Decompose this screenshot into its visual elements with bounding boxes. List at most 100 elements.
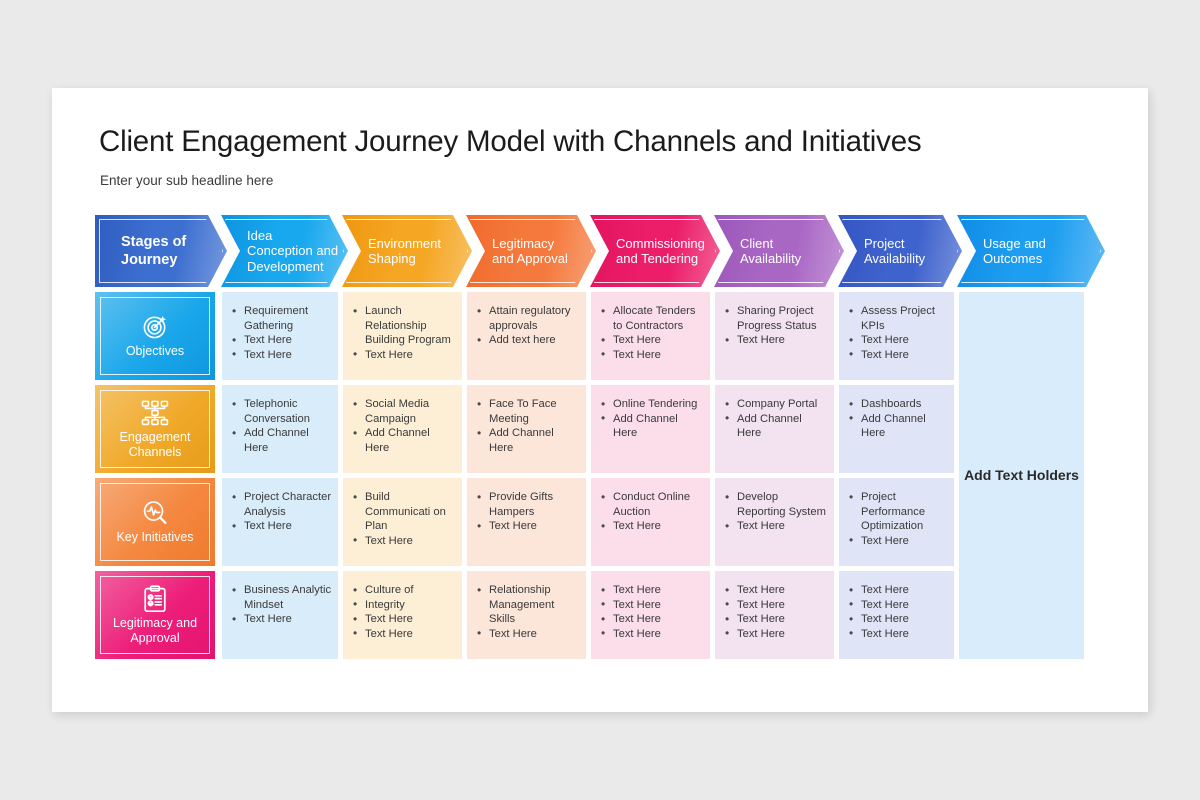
cell-bullet-item: Requirement Gathering <box>230 303 332 333</box>
cell-bullet-item: Add Channel Here <box>847 411 948 441</box>
cell-bullet-item: Provide Gifts Hampers <box>475 489 580 519</box>
cell-bullet-list: Telephonic ConversationAdd Channel Here <box>230 396 332 455</box>
cell-bullet-item: Text Here <box>599 519 704 534</box>
cell-bullet-item: Text Here <box>847 612 948 627</box>
cell-bullet-item: Text Here <box>847 597 948 613</box>
cell-bullet-item: Text Here <box>723 333 828 348</box>
matrix-cell[interactable]: Allocate Tenders to ContractorsText Here… <box>591 292 710 380</box>
matrix-cell[interactable]: Social Media CampaignAdd Channel Here <box>343 385 462 473</box>
row-header-objectives[interactable]: Objectives <box>95 292 215 380</box>
cell-bullet-item: Text Here <box>351 626 456 642</box>
cell-bullet-list: Develop Reporting SystemText Here <box>723 489 828 534</box>
cell-bullet-list: Assess Project KPIsText HereText Here <box>847 303 948 363</box>
slide-canvas: Client Engagement Journey Model with Cha… <box>52 88 1148 712</box>
matrix-cell[interactable]: Requirement GatheringText HereText Here <box>222 292 338 380</box>
matrix-cell[interactable]: Attain regulatory approvalsAdd text here <box>467 292 586 380</box>
matrix-cell[interactable]: Company PortalAdd Channel Here <box>715 385 834 473</box>
cell-bullet-list: Launch Relationship Building ProgramText… <box>351 304 456 362</box>
matrix-cell[interactable]: Develop Reporting SystemText Here <box>715 478 834 566</box>
matrix-cell[interactable]: Relationship Management SkillsText Here <box>467 571 586 659</box>
cell-bullet-item: Add Channel Here <box>723 411 828 441</box>
matrix-cell[interactable]: Project Character AnalysisText Here <box>222 478 338 566</box>
cell-bullet-item: Text Here <box>723 519 828 534</box>
matrix-cell[interactable]: Project Performance OptimizationText Her… <box>839 478 954 566</box>
cell-bullet-item: Text Here <box>230 333 332 348</box>
cell-bullet-list: Online TenderingAdd Channel Here <box>599 397 704 441</box>
matrix-row-objectives: ObjectivesRequirement GatheringText Here… <box>95 292 1105 380</box>
matrix-cell[interactable]: Business Analytic MindsetText Here <box>222 571 338 659</box>
cell-bullet-item: Launch Relationship Building Program <box>351 304 456 348</box>
matrix-cell[interactable]: Text HereText HereText HereText Here <box>591 571 710 659</box>
cell-bullet-list: Text HereText HereText HereText Here <box>599 583 704 641</box>
cell-bullet-item: Text Here <box>599 583 704 598</box>
cell-bullet-item: Text Here <box>723 626 828 642</box>
matrix-cell[interactable]: Launch Relationship Building ProgramText… <box>343 292 462 380</box>
cell-bullet-item: Text Here <box>847 533 948 549</box>
matrix-cell[interactable]: Text HereText HereText HereText Here <box>839 571 954 659</box>
cell-bullet-item: Text Here <box>351 347 456 363</box>
cell-bullet-item: Culture of <box>351 583 456 598</box>
matrix-cell[interactable]: Text HereText HereText HereText Here <box>715 571 834 659</box>
matrix-cell[interactable]: Build Communicati on PlanText Here <box>343 478 462 566</box>
placeholder-column-label: Add Text Holders <box>964 467 1079 483</box>
cell-bullet-list: Text HereText HereText HereText Here <box>847 583 948 641</box>
cell-bullet-item: Add Channel Here <box>475 426 580 455</box>
cell-bullet-item: Face To Face Meeting <box>475 396 580 426</box>
cell-bullet-item: Text Here <box>230 347 332 363</box>
cell-bullet-item: Text Here <box>847 347 948 363</box>
matrix-cell[interactable]: Telephonic ConversationAdd Channel Here <box>222 385 338 473</box>
matrix-cell[interactable]: DashboardsAdd Channel Here <box>839 385 954 473</box>
cell-bullet-item: Text Here <box>230 519 332 534</box>
matrix-cell[interactable]: Face To Face MeetingAdd Channel Here <box>467 385 586 473</box>
matrix-body: ObjectivesRequirement GatheringText Here… <box>95 292 1105 659</box>
cell-bullet-item: Project Character Analysis <box>230 489 332 519</box>
matrix-cell[interactable]: Culture ofIntegrityText HereText Here <box>343 571 462 659</box>
cell-bullet-item: Attain regulatory approvals <box>475 303 580 333</box>
cell-bullet-item: Text Here <box>230 612 332 627</box>
matrix-cell[interactable]: Sharing Project Progress StatusText Here <box>715 292 834 380</box>
cell-bullet-list: Attain regulatory approvalsAdd text here <box>475 303 580 348</box>
cell-bullet-list: Requirement GatheringText HereText Here <box>230 303 332 363</box>
page-subtitle: Enter your sub headline here <box>100 173 274 188</box>
cell-bullet-item: Business Analytic Mindset <box>230 582 332 612</box>
cell-bullet-item: Text Here <box>599 347 704 363</box>
matrix-cell[interactable]: Assess Project KPIsText HereText Here <box>839 292 954 380</box>
cell-bullet-item: Add Channel Here <box>351 426 456 455</box>
target-icon <box>142 313 169 340</box>
matrix-cell[interactable]: Provide Gifts HampersText Here <box>467 478 586 566</box>
cell-bullet-list: Project Character AnalysisText Here <box>230 489 332 534</box>
placeholder-column[interactable]: Add Text Holders <box>959 292 1084 659</box>
cell-bullet-list: Social Media CampaignAdd Channel Here <box>351 396 456 455</box>
cell-bullet-item: Add Channel Here <box>599 411 704 441</box>
matrix-cell[interactable]: Conduct Online AuctionText Here <box>591 478 710 566</box>
cell-bullet-item: Project Performance Optimization <box>847 490 948 534</box>
cell-bullet-item: Text Here <box>599 626 704 642</box>
row-header-key-initiatives[interactable]: Key Initiatives <box>95 478 215 566</box>
matrix-cell[interactable]: Online TenderingAdd Channel Here <box>591 385 710 473</box>
cell-bullet-item: Text Here <box>723 612 828 627</box>
cell-bullet-item: Text Here <box>599 333 704 348</box>
cell-bullet-list: Company PortalAdd Channel Here <box>723 397 828 441</box>
cell-bullet-item: Build Communicati on Plan <box>351 490 456 534</box>
cell-bullet-list: Face To Face MeetingAdd Channel Here <box>475 396 580 455</box>
cell-bullet-item: Text Here <box>351 533 456 549</box>
cell-bullet-list: Allocate Tenders to ContractorsText Here… <box>599 303 704 363</box>
cell-bullet-item: Text Here <box>847 626 948 642</box>
cell-bullet-item: Integrity <box>351 597 456 613</box>
